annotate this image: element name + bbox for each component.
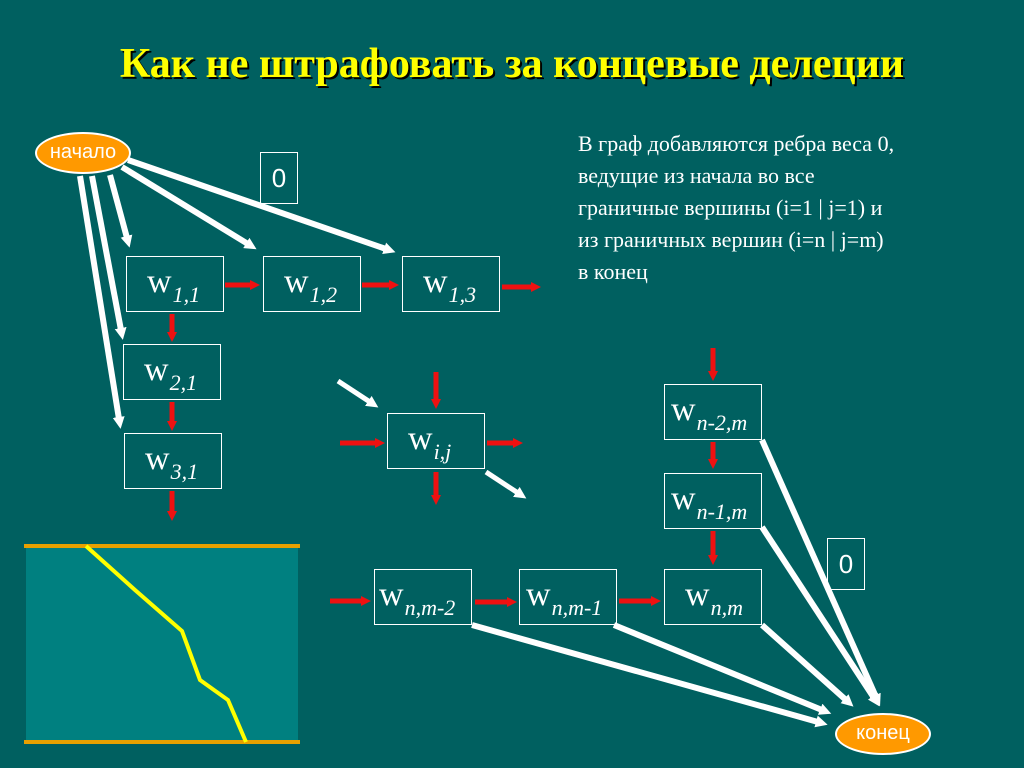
node-w13: w1,3 xyxy=(402,256,500,312)
start-edges xyxy=(77,157,396,429)
description-text: В граф добавляются ребра веса 0, ведущие… xyxy=(578,128,1008,288)
weighted-edges xyxy=(167,280,718,607)
node-subscript: 1,1 xyxy=(172,282,201,307)
node-base: w xyxy=(685,576,710,613)
edge-start-w31 xyxy=(77,175,125,429)
node-base: w xyxy=(147,263,172,300)
diagonal-edges xyxy=(336,378,527,499)
edge-wn2m-end xyxy=(759,438,881,707)
node-base: w xyxy=(144,351,169,388)
node-base: w xyxy=(526,576,551,613)
node-base: w xyxy=(284,263,309,300)
node-w12: w1,2 xyxy=(263,256,361,312)
node-w11: w1,1 xyxy=(126,256,224,312)
edge-diag-out-wij xyxy=(484,469,527,499)
edge-wnm1-end xyxy=(612,622,832,715)
node-w21: w2,1 xyxy=(123,344,221,400)
edge-diag-in-wij xyxy=(336,378,379,408)
edge-start-w11 xyxy=(107,174,133,248)
node-base: w xyxy=(379,576,404,613)
node-base: w xyxy=(671,391,696,428)
node-wij: wi,j xyxy=(387,413,485,469)
slide-title: Как не штрафовать за концевые делеции xyxy=(119,41,905,87)
node-wnm2: wn,m-2 xyxy=(374,569,472,625)
zero-weight-label-top: 0 xyxy=(260,152,298,204)
edge-wnm2-end xyxy=(471,622,828,728)
node-subscript: n,m xyxy=(710,595,743,620)
description-line: из граничных вершин (i=n | j=m) xyxy=(578,227,884,252)
edge-wn1m-end xyxy=(759,525,880,707)
node-subscript: i,j xyxy=(433,439,452,464)
zero-weight-label-right: 0 xyxy=(827,538,865,590)
node-subscript: 3,1 xyxy=(170,459,199,484)
end-edges xyxy=(471,438,881,728)
description-line: ведущие из начала во все xyxy=(578,163,815,188)
node-subscript: n-2,m xyxy=(696,410,748,435)
node-subscript: n,m-1 xyxy=(551,595,603,620)
edge-start-w13 xyxy=(127,157,396,255)
node-base: w xyxy=(423,263,448,300)
edge-wnm-end xyxy=(760,622,854,707)
description-line: в конец xyxy=(578,259,648,284)
node-subscript: 1,3 xyxy=(448,282,477,307)
node-subscript: n,m-2 xyxy=(404,595,456,620)
node-subscript: n-1,m xyxy=(696,499,748,524)
node-base: w xyxy=(408,420,433,457)
node-base: w xyxy=(145,440,170,477)
start-node: начало xyxy=(35,132,131,174)
edge-start-w12 xyxy=(120,164,257,250)
description-line: В граф добавляются ребра веса 0, xyxy=(578,131,895,156)
node-w31: w3,1 xyxy=(124,433,222,489)
alignment-inset xyxy=(24,544,300,744)
node-wn2m: wn-2,m xyxy=(664,384,762,440)
inset-alignment-path xyxy=(84,544,248,743)
description-line: граничные вершины (i=1 | j=1) и xyxy=(578,195,883,220)
node-subscript: 2,1 xyxy=(169,370,198,395)
node-wnm1: wn,m-1 xyxy=(519,569,617,625)
node-base: w xyxy=(671,480,696,517)
node-subscript: 1,2 xyxy=(309,282,338,307)
inset-background xyxy=(26,546,298,742)
node-wnm: wn,m xyxy=(664,569,762,625)
edge-start-w21 xyxy=(89,175,127,340)
node-wn1m: wn-1,m xyxy=(664,473,762,529)
end-node: конец xyxy=(835,713,931,755)
